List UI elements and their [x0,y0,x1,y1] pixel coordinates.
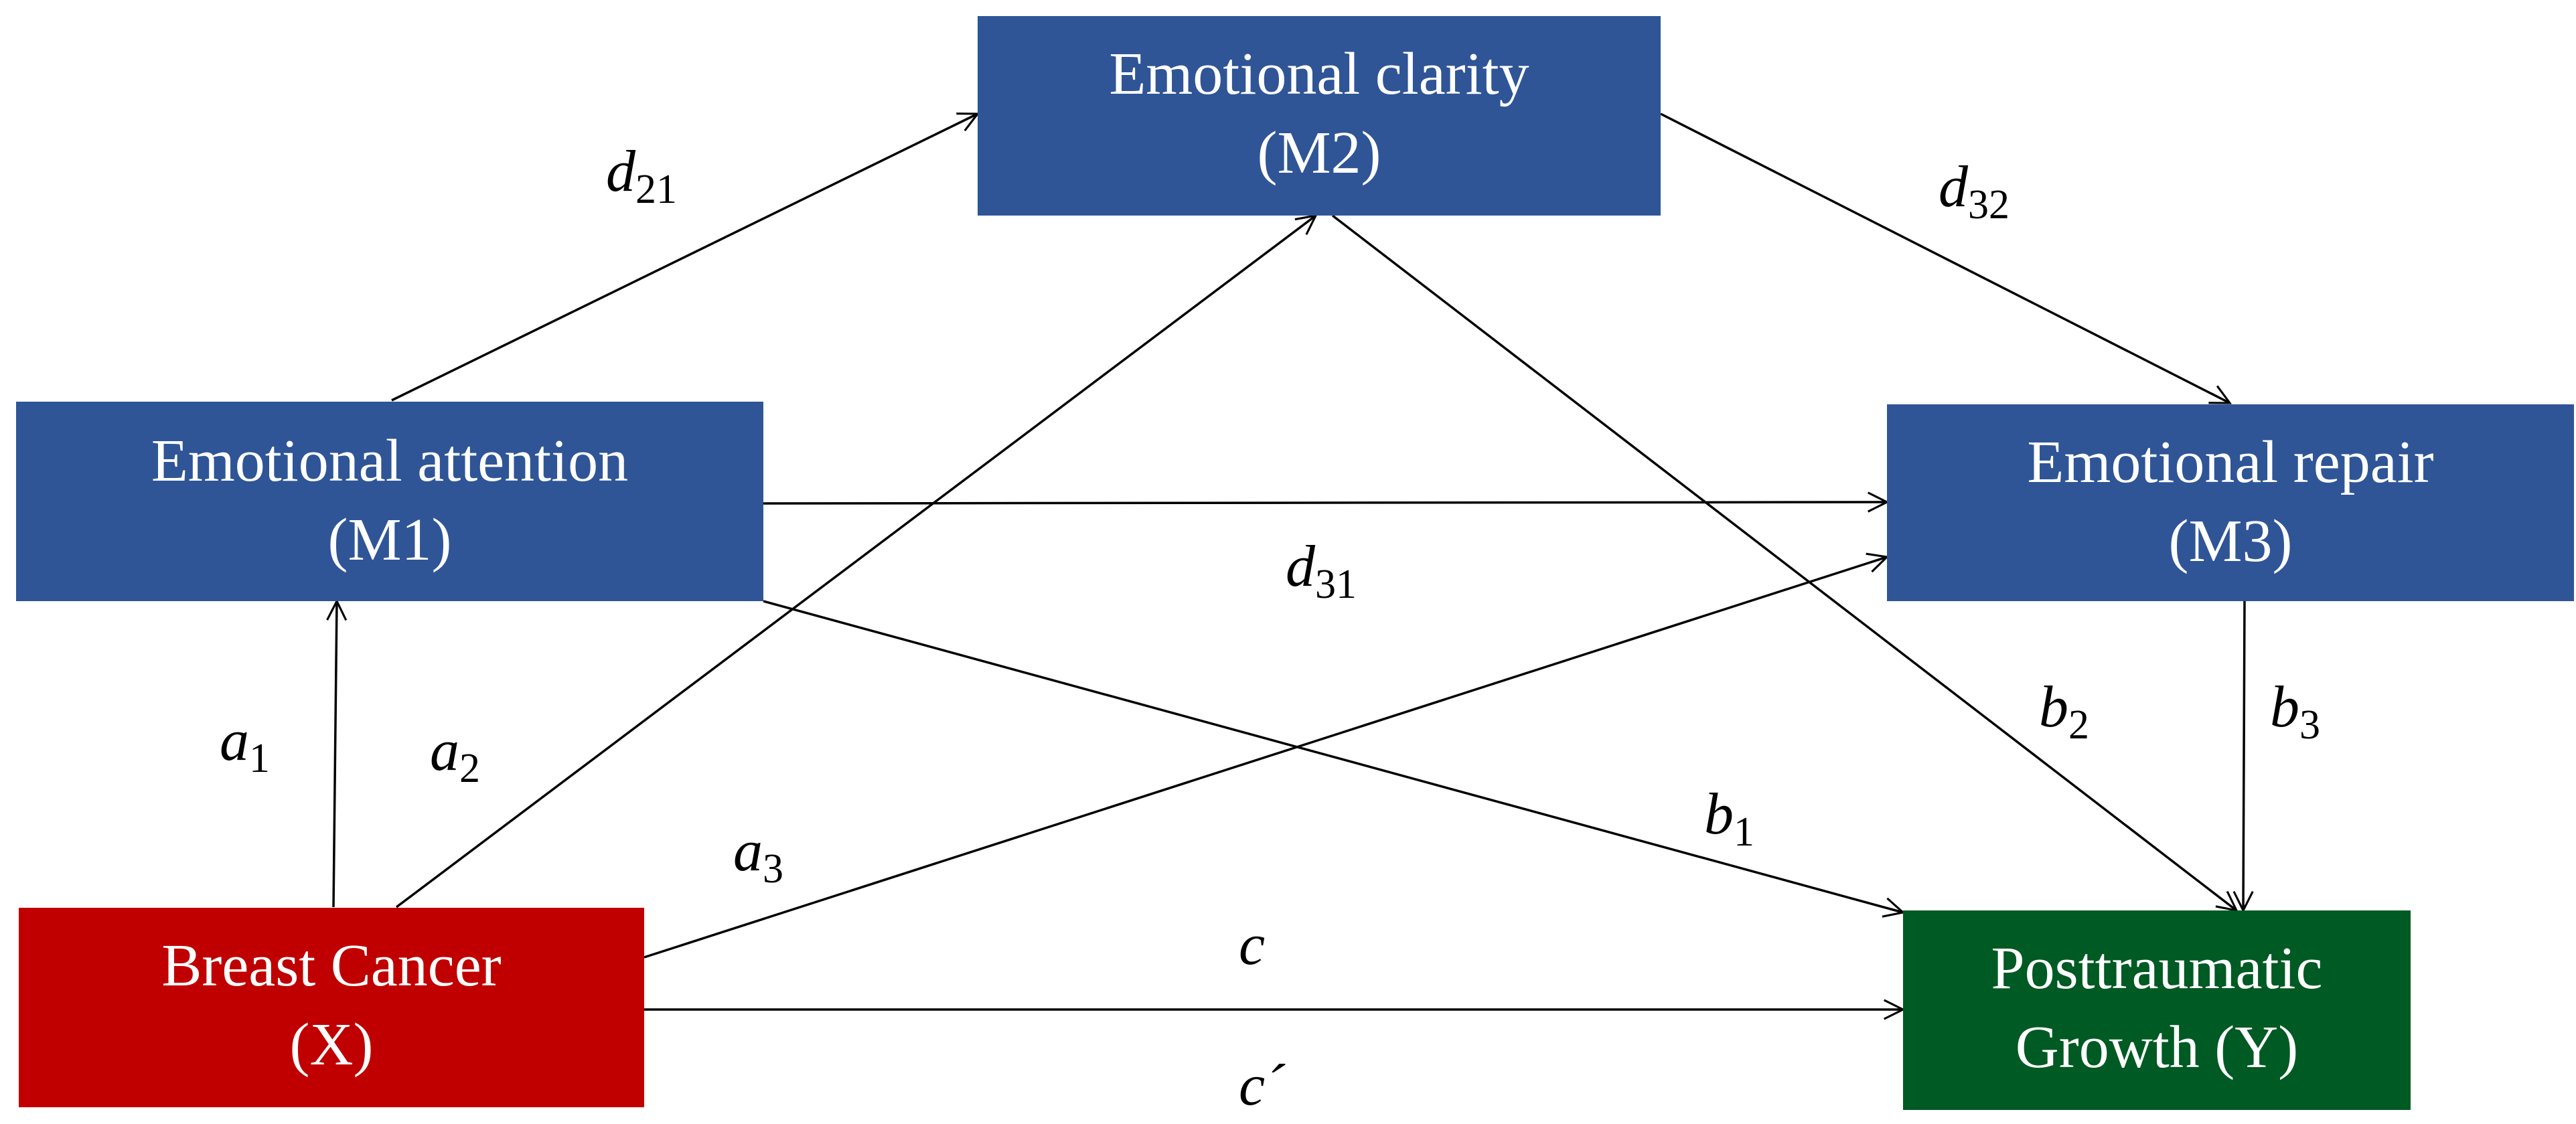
node-y-box [1903,910,2411,1110]
edge-label-a2: a2 [430,718,480,791]
edge-m2-m3 [1660,112,2230,403]
node-m3-label-line1: Emotional repair [2027,429,2433,495]
node-m1: Emotional attention (M1) [16,402,763,601]
edge-label-c-prime: c´ [1239,1053,1286,1118]
edge-m1-m3 [763,502,1887,503]
edge-label-d31: d31 [1286,534,1357,607]
node-x-label-line1: Breast Cancer [161,933,501,999]
edge-x-m2 [395,216,1316,908]
node-y: Posttraumatic Growth (Y) [1903,910,2411,1110]
edge-m1-m2 [391,114,978,402]
edge-m3-y [2243,600,2245,910]
node-m3: Emotional repair (M3) [1887,404,2574,601]
edge-x-m1 [333,601,337,908]
node-m2-label-line2: (M2) [1258,120,1381,186]
edge-label-d32: d32 [1939,155,2010,228]
node-y-label-line2: Growth (Y) [2016,1014,2298,1080]
node-x-box [19,908,644,1107]
node-m1-box [16,402,763,601]
edge-label-d21: d21 [606,139,677,212]
edge-label-c: c [1239,912,1265,977]
node-x: Breast Cancer (X) [19,908,644,1107]
node-m3-label-line2: (M3) [2169,508,2293,574]
edge-label-a3: a3 [733,819,783,892]
node-x-label-line2: (X) [290,1012,374,1078]
edge-label-b3: b3 [2270,675,2320,748]
node-m2-box [978,16,1661,216]
node-m1-label-line1: Emotional attention [151,428,628,494]
edges [333,114,2245,1010]
node-m2: Emotional clarity (M2) [978,16,1661,216]
edge-labels: d21 d32 d31 a1 a2 a3 b1 b2 b3 c c´ [220,139,2320,1118]
edge-m1-y [763,600,1903,912]
node-m2-label-line1: Emotional clarity [1109,41,1529,107]
node-y-label-line1: Posttraumatic [1991,935,2323,1001]
edge-label-a1: a1 [220,708,270,781]
node-m1-label-line2: (M1) [328,507,452,573]
edge-label-b1: b1 [1704,782,1754,855]
edge-m2-y [1331,214,2237,910]
edge-x-m3 [643,557,1887,959]
edge-label-b2: b2 [2039,675,2089,748]
node-m3-box [1887,404,2574,601]
